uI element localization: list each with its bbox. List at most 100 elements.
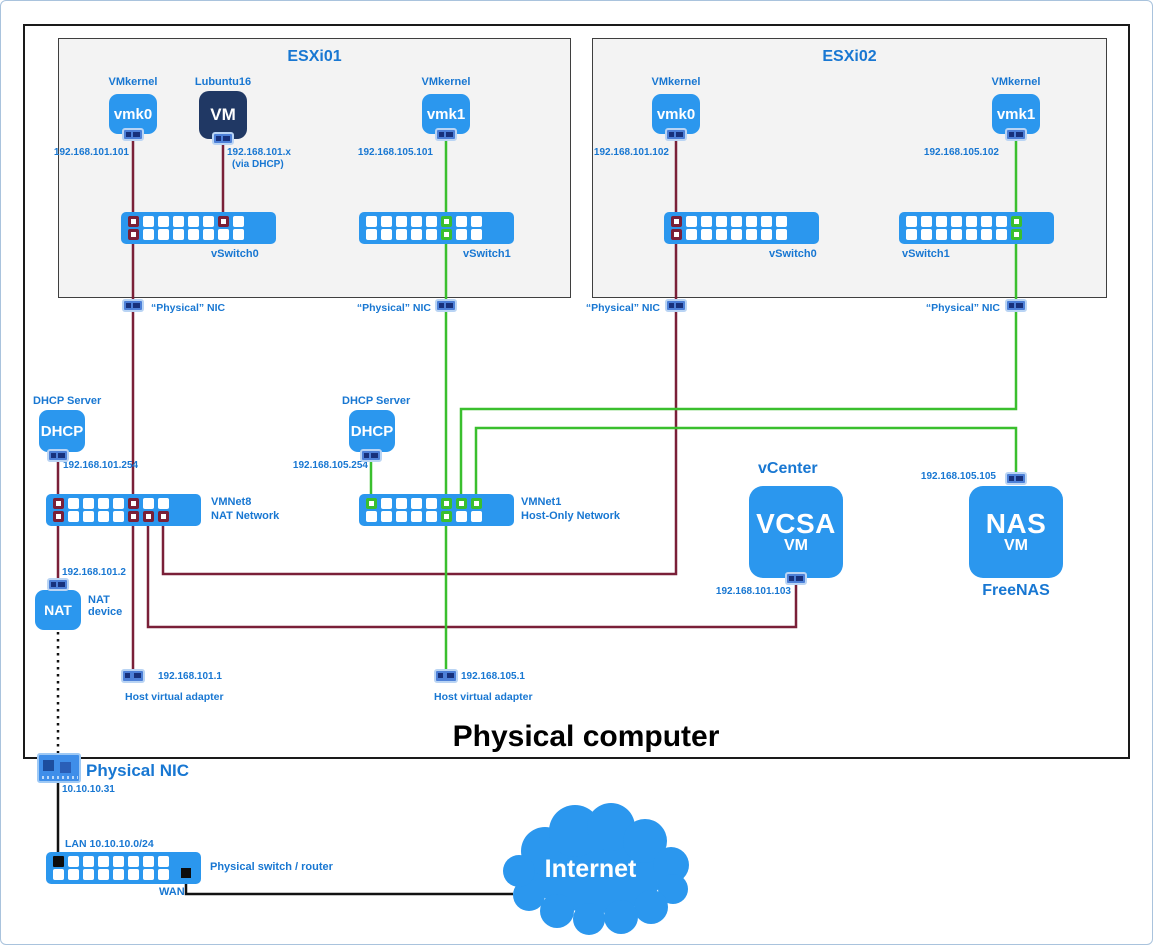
switch-port: [202, 229, 214, 240]
esxi02-box: [592, 38, 1107, 298]
nat-nic-icon: [47, 578, 69, 591]
switch-port: [950, 216, 962, 227]
switch-port: [172, 216, 184, 227]
switch-port: [157, 511, 169, 522]
switch-port: [685, 229, 697, 240]
switch-port: [950, 229, 962, 240]
dhcp-nat-node: DHCP: [39, 410, 85, 452]
esxi01-vm-text: VM: [210, 105, 236, 124]
switch-port: [980, 229, 992, 240]
switch-port: [97, 869, 109, 880]
switch-port-row: [670, 216, 820, 227]
switch-port: [410, 216, 422, 227]
esxi01-vmk1-node: vmk1: [422, 94, 470, 134]
esxi01-vmk0-node: vmk0: [109, 94, 157, 134]
esxi01-vmkernel0-label: VMkernel: [108, 76, 158, 88]
switch-port: [440, 229, 452, 240]
switch-port: [127, 498, 139, 509]
switch-port: [187, 216, 199, 227]
switch-port: [905, 216, 917, 227]
switch-port: [380, 511, 392, 522]
switch-port: [470, 216, 482, 227]
vcsa-ip: 192.168.101.103: [715, 586, 791, 597]
switch-port-row: [52, 869, 202, 880]
switch-port: [775, 229, 787, 240]
switch-port: [142, 216, 154, 227]
vcsa-node: VCSA VM: [749, 486, 843, 578]
esxi01-box: [58, 38, 571, 298]
switch-port: [425, 229, 437, 240]
switch-port: [730, 216, 742, 227]
switch-port: [365, 498, 377, 509]
switch-port: [380, 498, 392, 509]
esxi02-vmkernel0-label: VMkernel: [651, 76, 701, 88]
esxi02-vmk0-nic-icon: [665, 128, 687, 141]
nat-ip: 192.168.101.2: [62, 567, 126, 578]
switch-port: [995, 216, 1007, 227]
switch-port: [112, 498, 124, 509]
dhcp-hostonly-nic-icon: [360, 449, 382, 462]
switch-port: [365, 216, 377, 227]
switch-port: [980, 216, 992, 227]
switch-port: [67, 498, 79, 509]
switch-port: [380, 216, 392, 227]
switch-port-row: [127, 216, 277, 227]
dhcp-nat-ip: 192.168.101.254: [63, 460, 139, 471]
switch-port: [1010, 216, 1022, 227]
switch-port: [775, 216, 787, 227]
switch-port: [670, 229, 682, 240]
switch-port: [425, 498, 437, 509]
vmnet1-desc: Host-Only Network: [521, 510, 621, 522]
esxi02-vmk0-node: vmk0: [652, 94, 700, 134]
switch-port: [52, 511, 64, 522]
switch-port: [440, 511, 452, 522]
esxi01-vmkernel1-label: VMkernel: [421, 76, 471, 88]
switch-port: [232, 229, 244, 240]
switch-port: [380, 229, 392, 240]
switch-port: [455, 511, 467, 522]
switch-port: [157, 229, 169, 240]
switch-port: [1010, 229, 1022, 240]
nas-ip: 192.168.105.105: [920, 471, 996, 482]
switch-port: [142, 498, 154, 509]
switch-port: [905, 229, 917, 240]
dhcp-nat-label: DHCP Server: [33, 395, 102, 407]
switch-port: [395, 229, 407, 240]
esxi01-physical-nic1-icon: [435, 299, 457, 312]
esxi01-vswitch0-label: vSwitch0: [211, 248, 259, 260]
esxi01-vswitch1: [359, 212, 514, 244]
esxi01-physical-nic0-icon: [122, 299, 144, 312]
vmnet1-name: VMNet1: [521, 496, 562, 508]
switch-port: [470, 229, 482, 240]
switch-port: [127, 869, 139, 880]
esxi02-vmk1-nic-icon: [1005, 128, 1027, 141]
switch-port: [142, 511, 154, 522]
esxi01-vm-ip: 192.168.101.x: [227, 147, 291, 158]
internet-label: Internet: [544, 854, 637, 883]
switch-port: [187, 229, 199, 240]
switch-port-row: [365, 511, 515, 522]
esxi02-physical-nic1-label: “Physical” NIC: [925, 302, 1000, 314]
switch-port: [365, 229, 377, 240]
switch-port: [157, 869, 169, 880]
switch-port: [142, 869, 154, 880]
switch-port-row: [670, 229, 820, 240]
switch-port: [52, 498, 64, 509]
cloud-shape: [503, 803, 689, 935]
switch-port: [715, 216, 727, 227]
esxi02-vmk1-text: vmk1: [996, 105, 1036, 123]
esxi02-vmk0-text: vmk0: [656, 105, 696, 123]
esxi02-vswitch1: [899, 212, 1054, 244]
esxi02-vswitch0: [664, 212, 819, 244]
esxi01-physical-nic1-label: “Physical” NIC: [356, 302, 431, 314]
switch-port: [217, 229, 229, 240]
esxi02-physical-nic0-label: “Physical” NIC: [585, 302, 660, 314]
switch-port: [715, 229, 727, 240]
esxi01-vm-ip-note: (via DHCP): [232, 159, 284, 170]
switch-port: [745, 216, 757, 227]
host-adapter-nat-label: Host virtual adapter: [125, 691, 224, 703]
switch-port: [52, 869, 64, 880]
switch-port: [112, 511, 124, 522]
switch-port: [157, 498, 169, 509]
